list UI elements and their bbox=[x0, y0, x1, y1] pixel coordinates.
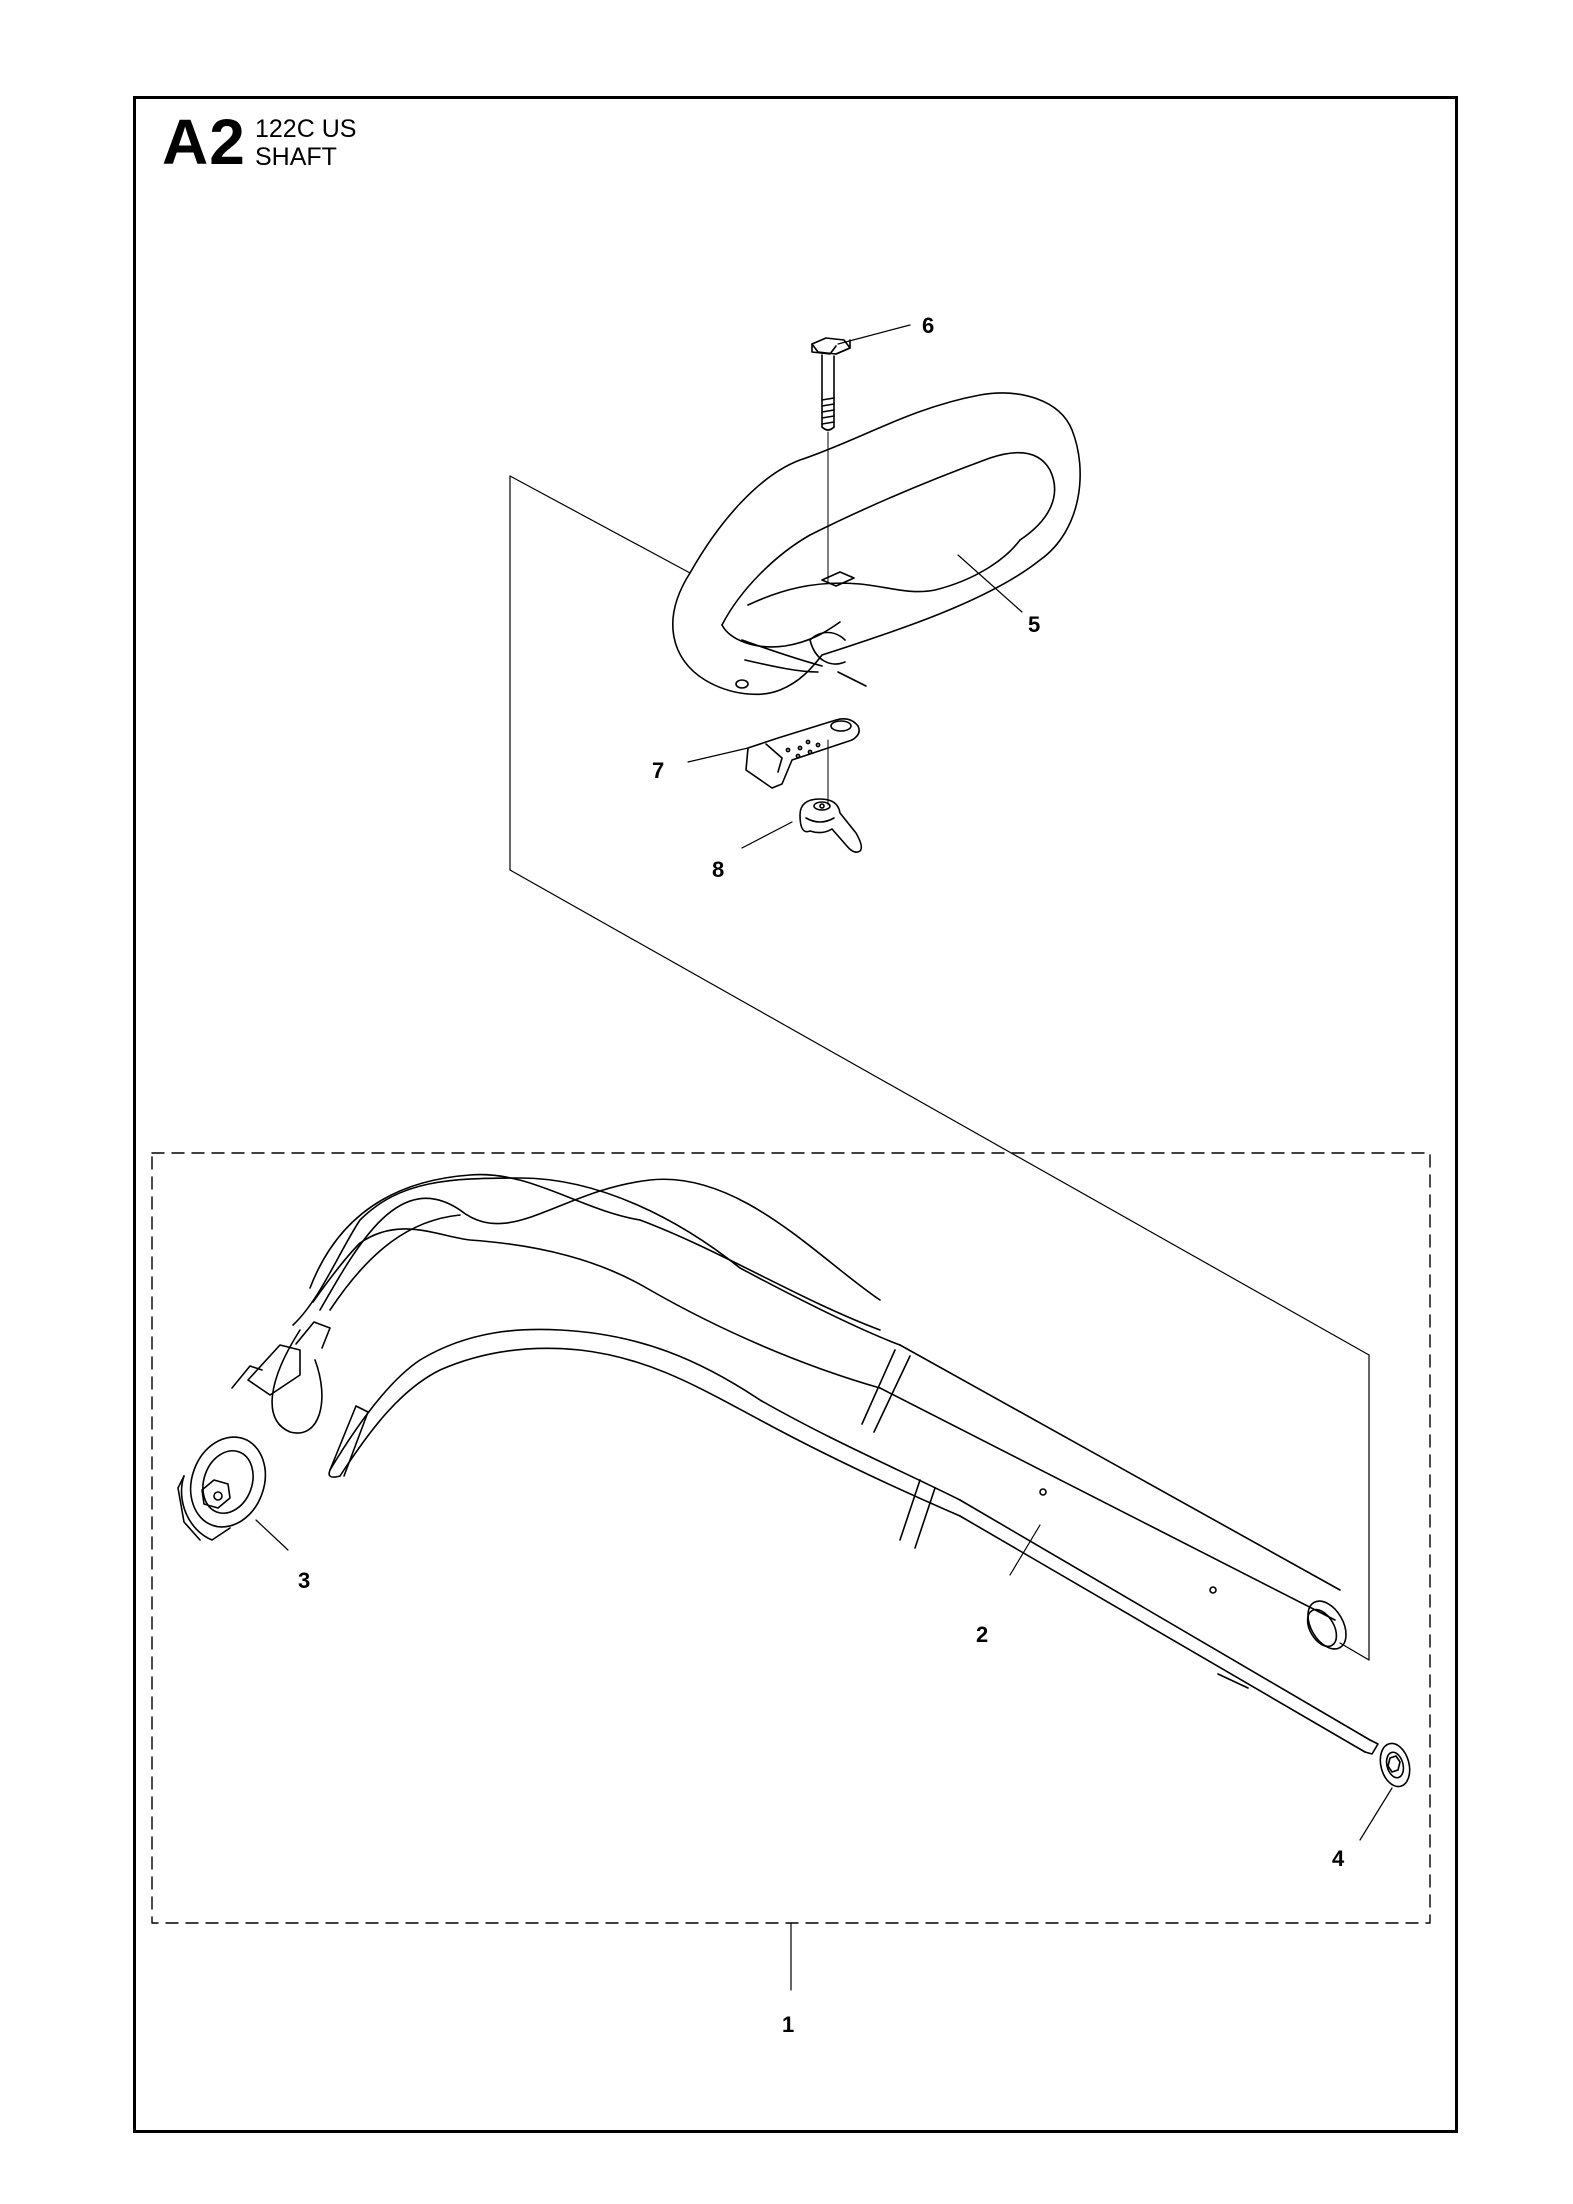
section-code: A2 bbox=[162, 106, 246, 178]
part-7-clamp-plate bbox=[687, 718, 860, 806]
part-1-shaft-tube bbox=[231, 1173, 1347, 1650]
callout-7: 7 bbox=[652, 758, 664, 783]
model-name: 122C US bbox=[255, 115, 357, 143]
part-2-drive-shaft bbox=[328, 1328, 1379, 1755]
section-name: SHAFT bbox=[255, 143, 337, 171]
callout-3: 3 bbox=[298, 1568, 310, 1593]
callout-5: 5 bbox=[1028, 612, 1040, 637]
part-6-bolt bbox=[811, 324, 911, 583]
callout-1: 1 bbox=[782, 2012, 794, 2037]
callout-4: 4 bbox=[1332, 1846, 1345, 1871]
page-frame bbox=[133, 96, 1458, 2133]
part-3-bushing bbox=[177, 1436, 289, 1551]
callout-2: 2 bbox=[976, 1622, 988, 1647]
assembly-plane-lines bbox=[509, 475, 1370, 1661]
part-5-loop-handle bbox=[672, 392, 1081, 696]
callout-6: 6 bbox=[922, 313, 934, 338]
callout-8: 8 bbox=[712, 857, 724, 882]
part-4-washer bbox=[1359, 1742, 1411, 1841]
part-8-wing-nut bbox=[741, 798, 863, 853]
